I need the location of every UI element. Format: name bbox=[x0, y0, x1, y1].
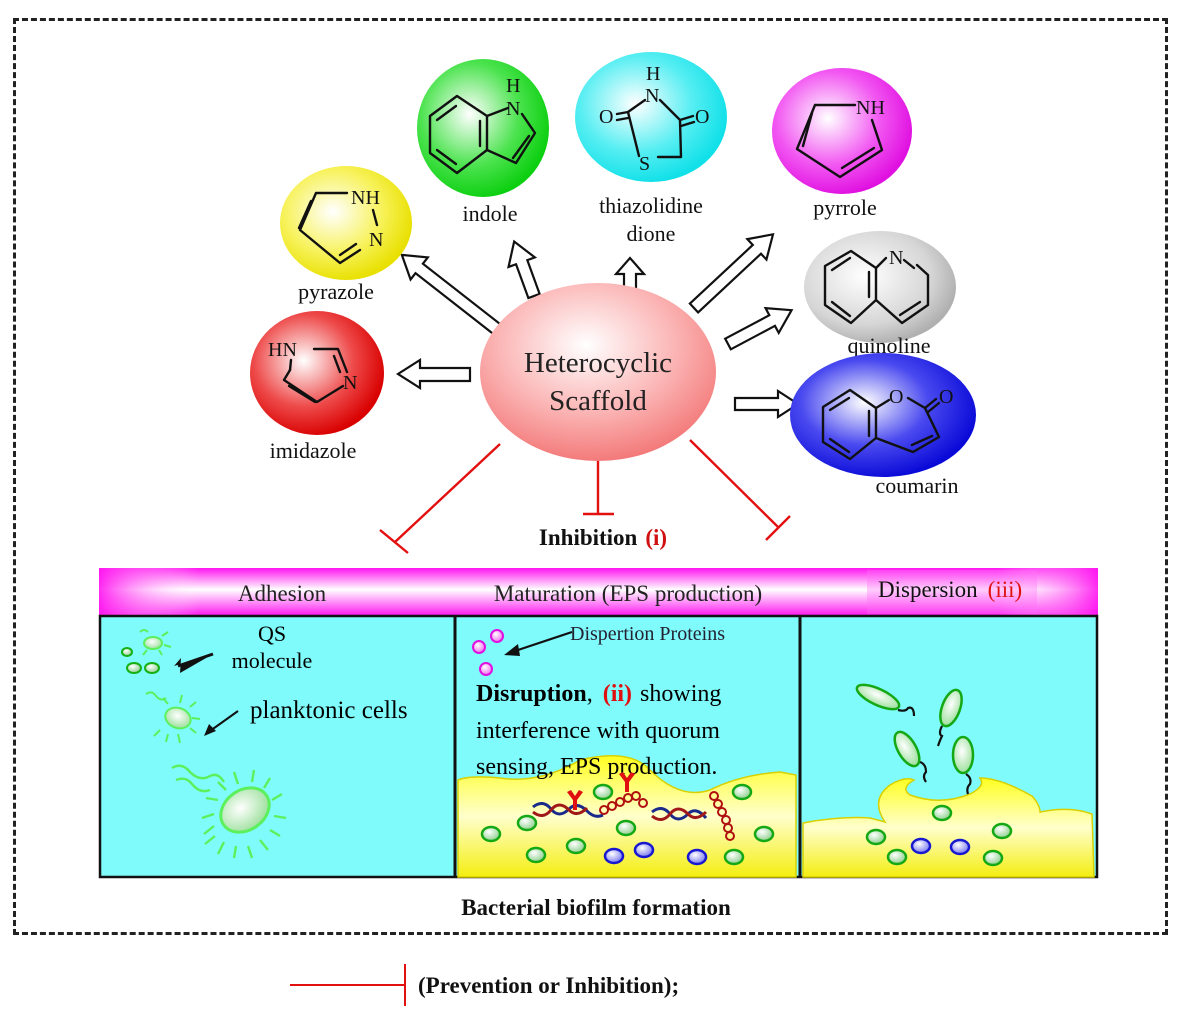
pyrazole-structure-icon: NH N bbox=[297, 187, 383, 265]
svg-text:H: H bbox=[646, 63, 660, 85]
pyrazole-label: pyrazole bbox=[298, 279, 374, 304]
dispertion-arrow-icon bbox=[504, 644, 520, 656]
stage-adhesion: Adhesion bbox=[238, 581, 327, 606]
dispersion-matrix bbox=[802, 777, 1095, 878]
dispersing-bacteria-icon bbox=[855, 683, 975, 795]
pyrrole-structure-icon: NH bbox=[795, 97, 885, 179]
coumarin-node: O O coumarin bbox=[790, 353, 976, 498]
scaffold-label-line1: Heterocyclic bbox=[524, 347, 672, 379]
inhibition-symbol-icon bbox=[290, 964, 406, 1006]
svg-text:O: O bbox=[889, 386, 903, 408]
planktonic-label: planktonic cells bbox=[250, 697, 408, 724]
legend: (Prevention or Inhibition); bbox=[290, 964, 679, 1006]
thiazolidinedione-node: H N O O S thiazolidine dione bbox=[575, 52, 727, 246]
legend-label: (Prevention or Inhibition); bbox=[418, 973, 679, 998]
svg-text:NH: NH bbox=[856, 97, 885, 119]
dispertion-proteins-label: Dispertion Proteins bbox=[570, 623, 725, 645]
svg-text:N: N bbox=[645, 85, 659, 107]
dashed-frame bbox=[13, 18, 1168, 935]
disruption-text-line1: Disruption,(ii)showing bbox=[476, 681, 721, 707]
svg-text:O: O bbox=[939, 386, 953, 408]
dna-strands-icon bbox=[532, 802, 708, 821]
dispersion-panel bbox=[802, 683, 1095, 878]
inhibition-line-left bbox=[379, 443, 501, 554]
qs-label-line2: molecule bbox=[232, 648, 313, 673]
arrow-to-imidazole bbox=[395, 357, 472, 391]
biofilm-caption: Bacterial biofilm formation bbox=[461, 895, 731, 920]
qs-label-line1: QS bbox=[258, 621, 286, 646]
arrow-to-quinoline bbox=[723, 306, 794, 351]
adhesion-panel: QS molecule planktonic cells bbox=[121, 621, 408, 859]
svg-text:N: N bbox=[889, 247, 903, 269]
arrow-to-pyrrole bbox=[688, 232, 775, 314]
svg-text:H: H bbox=[506, 75, 520, 97]
arrow-to-indole bbox=[507, 239, 542, 300]
dispertion-proteins-icon bbox=[472, 629, 504, 676]
large-bacterium-icon bbox=[171, 764, 287, 859]
planktonic-arrow-icon bbox=[204, 724, 216, 736]
imidazole-label: imidazole bbox=[270, 438, 357, 463]
svg-text:S: S bbox=[639, 153, 650, 175]
pyrrole-node: NH pyrrole bbox=[772, 68, 912, 220]
svg-text:N: N bbox=[369, 229, 383, 251]
indole-label: indole bbox=[463, 201, 518, 226]
svg-text:N: N bbox=[506, 98, 520, 120]
indole-structure-icon: H N bbox=[428, 75, 537, 175]
biofilm-stage-header: Adhesion Maturation (EPS production) Dis… bbox=[99, 568, 1098, 616]
biofilm-matrix bbox=[457, 755, 797, 878]
eps-chains-icon bbox=[599, 791, 735, 841]
maturation-panel: Dispertion Proteins Disruption,(ii)showi… bbox=[457, 623, 797, 878]
svg-text:N: N bbox=[343, 372, 357, 394]
imidazole-structure-icon: HN N bbox=[268, 339, 357, 404]
svg-text:NH: NH bbox=[351, 187, 380, 209]
dispersion-cells-icon bbox=[865, 804, 1013, 867]
svg-text:O: O bbox=[599, 106, 613, 128]
arrow-to-coumarin bbox=[733, 388, 801, 420]
inhibition-line-right bbox=[689, 439, 791, 541]
pyrazole-node: NH N pyrazole bbox=[280, 166, 412, 304]
coumarin-label: coumarin bbox=[875, 473, 958, 498]
indole-node: H N indole bbox=[417, 59, 549, 226]
thiazolidinedione-structure-icon: H N O O S bbox=[599, 63, 709, 175]
stage-maturation: Maturation (EPS production) bbox=[494, 581, 762, 606]
planktonic-bacterium-icon bbox=[145, 691, 201, 744]
disruption-text-line2: interference with quorum bbox=[476, 718, 720, 744]
biofilm-cells-icon bbox=[480, 783, 775, 866]
stage-dispersion: Dispersion(iii) bbox=[878, 577, 1022, 602]
svg-text:HN: HN bbox=[268, 339, 297, 361]
inhibition-label: Inhibition(i) bbox=[539, 525, 667, 550]
small-bacterium-icon bbox=[139, 629, 172, 656]
thiazolidinedione-label-line1: thiazolidine bbox=[599, 193, 703, 218]
qs-molecules-icon bbox=[121, 647, 160, 674]
inhibition-line-center bbox=[583, 456, 614, 516]
coumarin-structure-icon: O O bbox=[821, 386, 953, 461]
quinoline-structure-icon: N bbox=[823, 247, 930, 325]
quinoline-node: N quinoline bbox=[804, 231, 956, 358]
svg-text:O: O bbox=[695, 106, 709, 128]
receptors-icon bbox=[567, 772, 635, 810]
scaffold-label-line2: Scaffold bbox=[549, 385, 647, 417]
disruption-text-line3: sensing, EPS production. bbox=[476, 754, 717, 780]
arrow-to-pyrazole bbox=[400, 253, 504, 337]
imidazole-node: HN N imidazole bbox=[250, 311, 384, 463]
heterocyclic-scaffold-node: Heterocyclic Scaffold bbox=[480, 283, 716, 461]
pyrrole-label: pyrrole bbox=[813, 195, 877, 220]
thiazolidinedione-label-line2: dione bbox=[627, 221, 676, 246]
